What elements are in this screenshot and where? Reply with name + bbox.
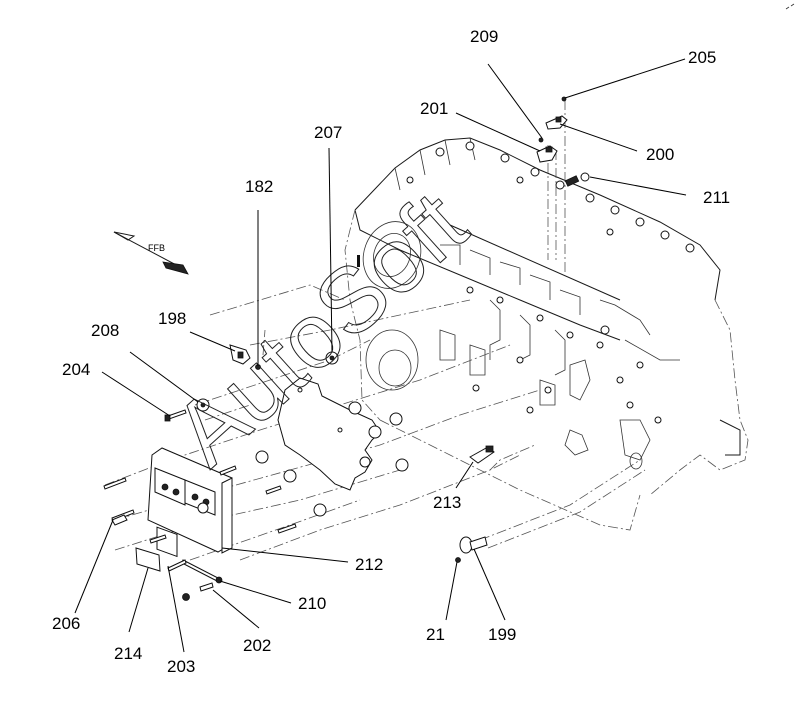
direction-label: FFB bbox=[148, 243, 165, 253]
head-bolts bbox=[406, 141, 695, 253]
ecm-mount-bracket bbox=[277, 377, 382, 491]
engine-block bbox=[344, 137, 749, 531]
callout-201[interactable]: 201 bbox=[420, 99, 448, 118]
callout-21[interactable]: 21 bbox=[426, 625, 445, 644]
callout-213[interactable]: 213 bbox=[433, 493, 461, 512]
callout-204[interactable]: 204 bbox=[62, 360, 90, 379]
callouts: 209 205 201 200 211 207 182 198 208 204 … bbox=[52, 27, 730, 676]
top-sensors bbox=[536, 96, 590, 187]
callout-182[interactable]: 182 bbox=[245, 177, 273, 196]
callout-203[interactable]: 203 bbox=[167, 657, 195, 676]
callout-200[interactable]: 200 bbox=[646, 145, 674, 164]
callout-212[interactable]: 212 bbox=[355, 555, 383, 574]
fasteners bbox=[103, 344, 409, 601]
ecm-connector-left bbox=[154, 467, 186, 506]
callout-214[interactable]: 214 bbox=[114, 644, 142, 663]
callout-202[interactable]: 202 bbox=[243, 636, 271, 655]
corner-mark bbox=[785, 3, 795, 10]
callout-198[interactable]: 198 bbox=[158, 309, 186, 328]
callout-208[interactable]: 208 bbox=[91, 321, 119, 340]
leader-lines bbox=[74, 58, 687, 653]
front-direction-arrow-icon: FFB bbox=[113, 231, 189, 275]
callout-207[interactable]: 207 bbox=[314, 123, 342, 142]
callout-199[interactable]: 199 bbox=[488, 625, 516, 644]
callout-211[interactable]: 211 bbox=[703, 188, 730, 207]
rear-flange bbox=[357, 221, 422, 289]
block-bosses bbox=[466, 286, 662, 424]
ecm-module bbox=[147, 447, 233, 558]
lower-sensors bbox=[455, 445, 643, 563]
callout-206[interactable]: 206 bbox=[52, 614, 80, 633]
callout-205[interactable]: 205 bbox=[688, 48, 716, 67]
callout-210[interactable]: 210 bbox=[298, 594, 326, 613]
callout-209[interactable]: 209 bbox=[470, 27, 498, 46]
